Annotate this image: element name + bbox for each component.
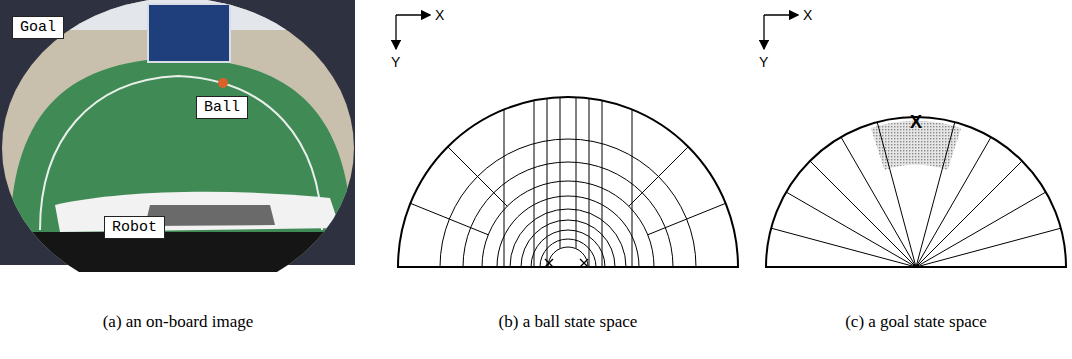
axis-label: X <box>803 7 812 23</box>
grid-line <box>632 110 633 267</box>
grid-line <box>534 100 535 267</box>
subfigure-caption: (a) an on-board image <box>103 312 254 332</box>
grid-line <box>576 97 577 248</box>
grid-line <box>589 98 590 267</box>
sector-line <box>916 137 991 267</box>
grid-line <box>560 97 561 248</box>
subfigure-caption: (c) a goal state space <box>845 312 987 332</box>
axis-label: X <box>435 7 444 23</box>
label-text: Goal <box>20 19 56 36</box>
grid-line <box>602 100 603 267</box>
sector-line <box>786 192 916 267</box>
range-ring <box>510 209 626 267</box>
sector-line <box>629 147 688 206</box>
sector-line <box>916 192 1046 267</box>
range-ring <box>440 139 696 267</box>
label-text: Ball <box>204 99 240 116</box>
range-ring <box>540 239 596 267</box>
axis-label: Y <box>759 54 768 70</box>
sector-line <box>841 137 916 267</box>
sector-line <box>648 203 726 234</box>
grid-line <box>547 98 548 267</box>
axis-label: Y <box>391 54 400 70</box>
image-label-box: Ball <box>196 96 248 119</box>
image-label-box: Robot <box>104 216 165 239</box>
cross-mark <box>545 259 553 267</box>
range-ring <box>482 181 654 267</box>
sector-line <box>448 147 507 206</box>
range-ring <box>521 220 615 267</box>
sector-line <box>916 228 1061 267</box>
sector-line <box>410 203 488 234</box>
ball-state-grid <box>398 97 738 267</box>
label-text: Robot <box>112 219 157 236</box>
grid-line <box>504 110 505 267</box>
onboard-image <box>0 0 355 272</box>
goal-state-grid <box>766 117 1066 267</box>
subfigure-caption: (b) a ball state space <box>499 312 638 332</box>
range-ring <box>497 196 639 267</box>
sector-line <box>810 161 916 267</box>
goal-mark: X <box>910 112 922 133</box>
sector-line <box>877 122 916 267</box>
sector-line <box>916 161 1022 267</box>
range-ring <box>548 247 588 267</box>
outer-boundary <box>398 97 738 267</box>
image-label-box: Goal <box>12 16 64 39</box>
axes <box>396 15 798 49</box>
sector-line <box>916 122 955 267</box>
range-ring <box>463 162 673 267</box>
sector-line <box>771 228 916 267</box>
outer-boundary <box>766 117 1066 267</box>
range-ring <box>531 230 605 267</box>
cross-mark <box>580 259 588 267</box>
